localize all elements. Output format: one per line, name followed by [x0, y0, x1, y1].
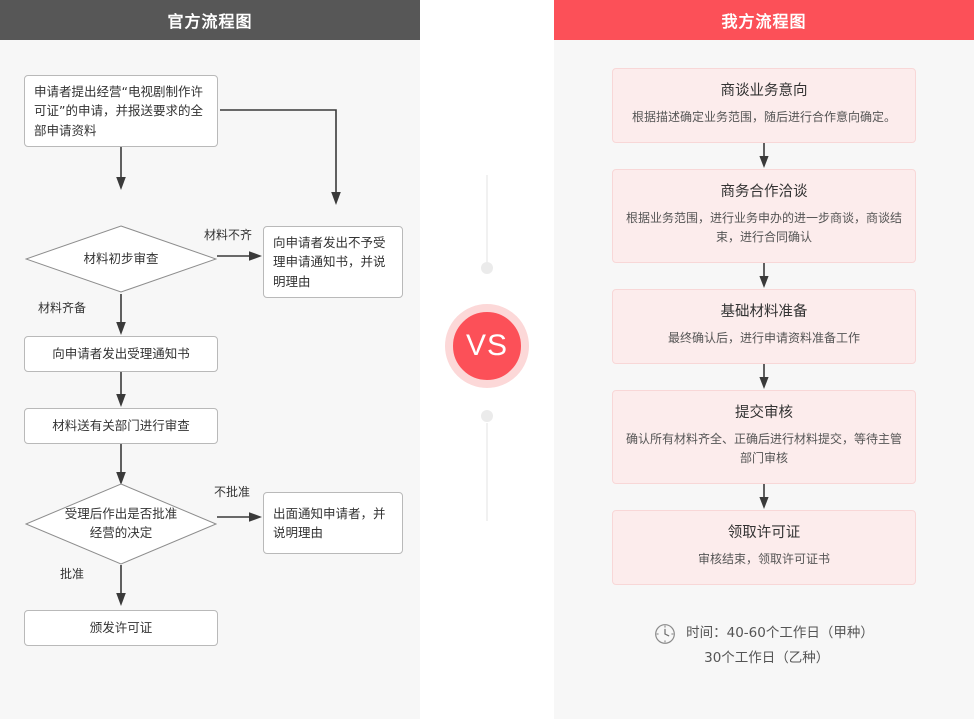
step-card-desc: 最终确认后，进行申请资料准备工作	[667, 331, 860, 346]
vs-line-top	[486, 175, 488, 267]
step-arrow	[554, 363, 974, 390]
step-card-title: 商务合作洽谈	[720, 183, 808, 200]
step-card-title: 基础材料准备	[720, 303, 808, 320]
vs-badge: VS	[445, 304, 529, 388]
step-card-desc: 确认所有材料齐全、正确后进行材料提交，等待主管部门审核	[625, 431, 902, 466]
flow-arrow-review-to-accept	[114, 294, 128, 336]
official-flowchart: 申请者提出经营“电视剧制作许可证”的申请，并报送要求的全部申请资料	[0, 40, 420, 719]
flow-node-refuse-notice: 出面通知申请者，并说明理由	[263, 492, 403, 554]
flow-arrow-decision-to-license	[114, 565, 128, 607]
our-flowchart: 商谈业务意向 根据描述确定业务范围，随后进行合作意向确定。 商务合作洽谈 根据业…	[554, 40, 974, 719]
flow-decision-material-review: 材料初步审查	[25, 225, 217, 293]
versus-divider: VS	[420, 0, 554, 719]
step-card-title: 提交审核	[735, 404, 793, 421]
right-panel: 我方流程图 商谈业务意向 根据描述确定业务范围，随后进行合作意向确定。 商务合作…	[554, 0, 974, 719]
step-card: 提交审核 确认所有材料齐全、正确后进行材料提交，等待主管部门审核	[612, 389, 916, 484]
duration-footer: 时间：40-60个工作日（甲种） 30个工作日（乙种）	[554, 621, 974, 672]
flow-node-department-review: 材料送有关部门进行审查	[24, 408, 218, 444]
flow-arrow-accept-to-dept	[114, 372, 128, 408]
step-card-title: 商谈业务意向	[720, 83, 808, 99]
flow-node-application-submit: 申请者提出经营“电视剧制作许可证”的申请，并报送要求的全部申请资料	[24, 75, 218, 147]
step-arrow	[554, 142, 974, 169]
step-card-desc: 根据描述确定业务范围，随后进行合作意向确定。	[631, 110, 896, 125]
flow-arrow-elbow-to-reject	[218, 100, 358, 212]
left-panel-header: 官方流程图	[0, 0, 420, 40]
flow-edge-label-approved: 批准	[60, 567, 85, 581]
flow-arrow-n1-to-review	[114, 147, 128, 191]
duration-line-1: 时间：40-60个工作日（甲种）	[686, 624, 874, 641]
flow-decision-approval-label: 受理后作出是否批准经营的决定	[64, 506, 178, 540]
flow-node-reject-notice: 向申请者发出不予受理申请通知书，并说明理由	[263, 226, 403, 298]
flow-edge-label-not-approved: 不批准	[214, 485, 251, 499]
step-card-title: 领取许可证	[727, 524, 801, 541]
step-card: 领取许可证 审核结束，领取许可证书	[612, 509, 916, 585]
vs-line-bottom	[486, 423, 488, 521]
clock-icon	[654, 623, 676, 649]
vs-dot-top	[481, 262, 493, 274]
duration-line-2: 30个工作日（乙种）	[704, 650, 830, 667]
flow-arrow-review-to-reject	[217, 249, 263, 263]
step-card-desc: 根据业务范围，进行业务申办的进一步商谈，商谈结束，进行合同确认	[625, 211, 902, 245]
flow-decision-material-review-label: 材料初步审查	[83, 250, 159, 266]
flow-arrow-decision-to-refuse	[217, 510, 263, 524]
flow-arrow-dept-to-decision	[114, 444, 128, 486]
step-card-desc: 审核结束，领取许可证书	[697, 552, 830, 567]
step-arrow	[554, 483, 974, 510]
flow-decision-approval: 受理后作出是否批准经营的决定	[25, 483, 217, 565]
flow-edge-label-material-incomplete: 材料不齐	[204, 228, 253, 242]
step-arrow	[554, 262, 974, 289]
step-card: 基础材料准备 最终确认后，进行申请资料准备工作	[612, 288, 916, 364]
step-card: 商谈业务意向 根据描述确定业务范围，随后进行合作意向确定。	[612, 68, 916, 143]
duration-text: 时间：40-60个工作日（甲种） 30个工作日（乙种）	[686, 621, 874, 672]
flow-node-accept-notice: 向申请者发出受理通知书	[24, 336, 218, 372]
flow-edge-label-material-complete: 材料齐备	[38, 301, 87, 315]
left-panel: 官方流程图 申请者提出经营“电视剧制作许可证”的申请，并报送要求的全部申请资料	[0, 0, 420, 719]
right-panel-header: 我方流程图	[554, 0, 974, 40]
flow-node-issue-license: 颁发许可证	[24, 610, 218, 646]
vs-dot-bottom	[481, 410, 493, 422]
step-card: 商务合作洽谈 根据业务范围，进行业务申办的进一步商谈，商谈结束，进行合同确认	[612, 168, 916, 263]
